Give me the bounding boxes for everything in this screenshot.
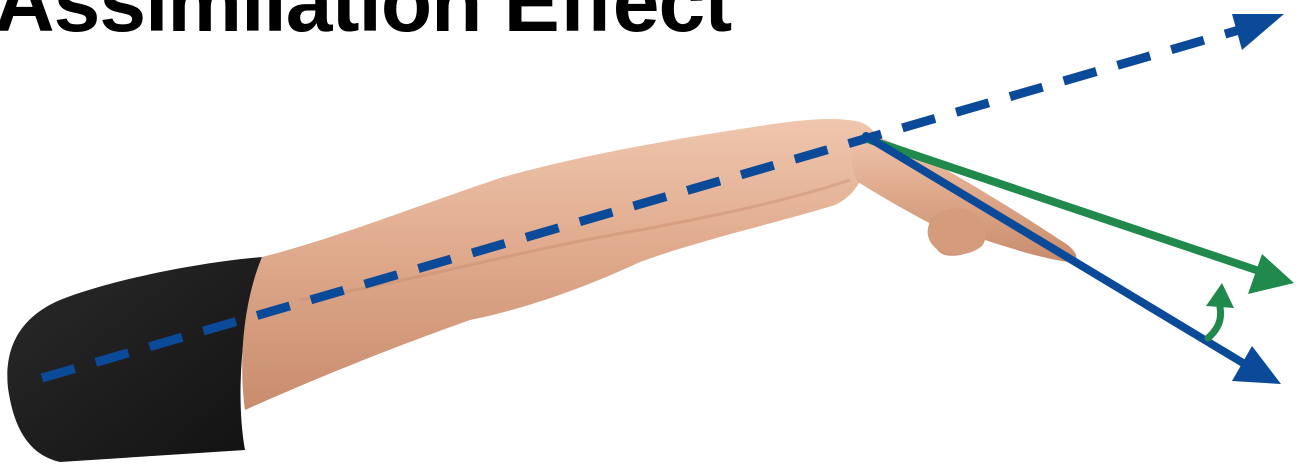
assimilation-shift-arrowhead (1206, 283, 1234, 308)
arm-skin (242, 119, 879, 410)
forearm-axis-arrowhead (1232, 14, 1284, 50)
perceived-hand-direction-arrowhead (1248, 254, 1294, 294)
sleeve (7, 257, 262, 462)
assimilation-shift-curved-arrow (1208, 302, 1221, 338)
